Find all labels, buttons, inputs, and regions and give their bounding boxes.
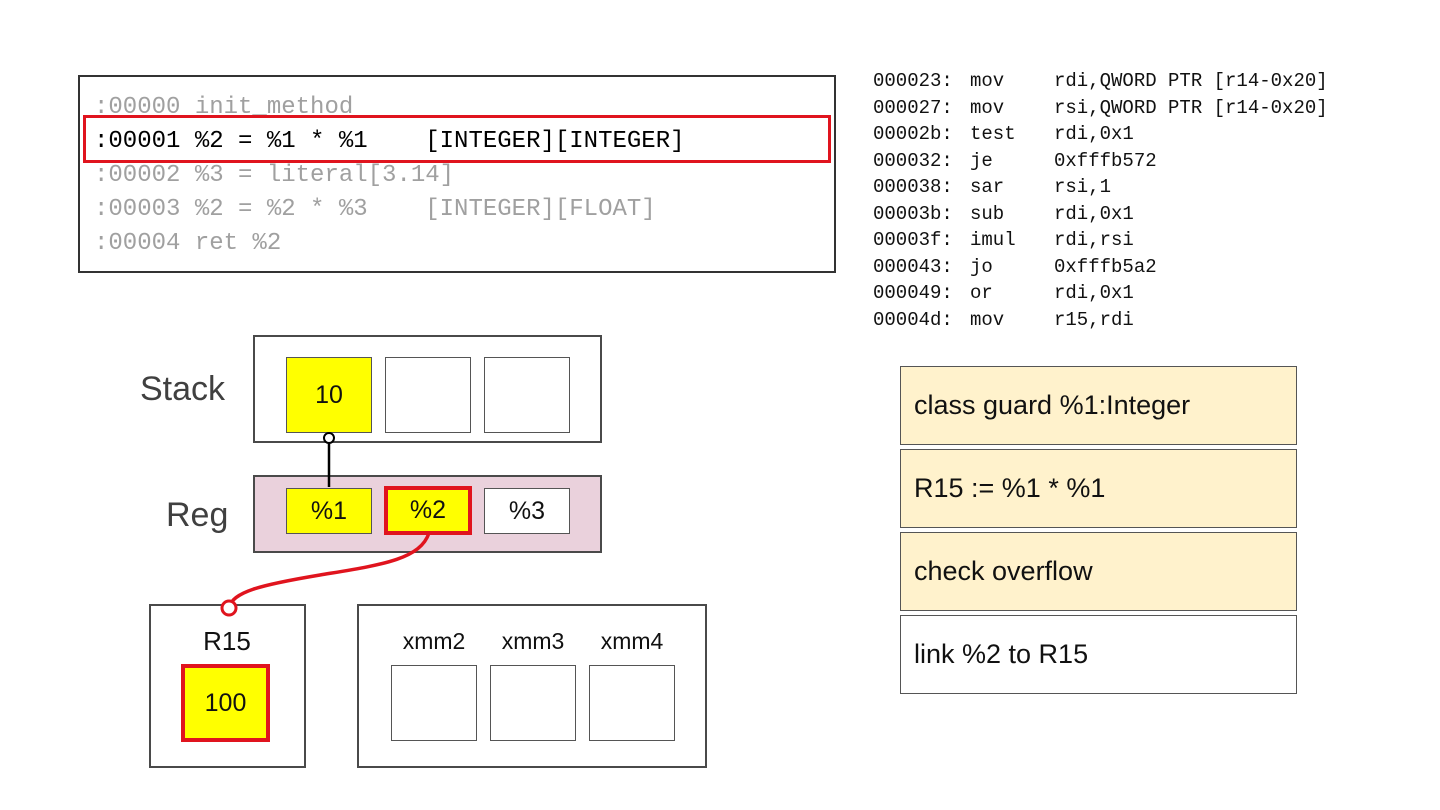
asm-op: mov	[970, 308, 1005, 331]
step-class-guard: class guard %1:Integer	[900, 366, 1297, 445]
r15-label: R15	[203, 626, 251, 656]
ir-line-2: :00002 %3 = literal[3.14]	[94, 162, 455, 189]
ir-line-3: :00003 %2 = %2 * %3 [INTEGER][FLOAT]	[94, 196, 656, 223]
xmm2-slot	[391, 665, 477, 741]
asm-args: rdi,rsi	[1054, 229, 1134, 251]
asm-args: rsi,QWORD PTR [r14-0x20]	[1054, 96, 1328, 119]
xmm2-label: xmm2	[402, 628, 466, 654]
step-check-overflow: check overflow	[900, 532, 1297, 611]
asm-op: test	[970, 123, 1016, 145]
asm-args: rdi,0x1	[1054, 123, 1134, 145]
asm-args: 0xfffb5a2	[1054, 255, 1157, 278]
step-multiply: R15 := %1 * %1	[900, 449, 1297, 528]
step-link-register: link %2 to R15	[900, 615, 1297, 694]
ir-line-1: :00001 %2 = %1 * %1 [INTEGER][INTEGER]	[94, 128, 685, 155]
asm-row: 00002b: test rdi,0x1	[873, 121, 1328, 148]
asm-row: 000023: mov rdi,QWORD PTR [r14-0x20]	[873, 68, 1328, 95]
asm-addr: 000043:	[873, 255, 953, 278]
asm-addr: 000049:	[873, 282, 953, 304]
asm-addr: 00002b:	[873, 123, 953, 145]
current-line-highlight	[83, 115, 831, 163]
xmm-container: xmm2 xmm3 xmm4	[357, 604, 707, 768]
asm-op: mov	[970, 96, 1005, 119]
asm-args: 0xfffb572	[1054, 149, 1157, 172]
asm-addr: 00003f:	[873, 229, 953, 251]
asm-op: je	[970, 149, 993, 172]
reg-container: %1 %2 %3	[253, 475, 602, 553]
asm-row: 00003f: imul rdi,rsi	[873, 227, 1328, 254]
reg-slot-1: %1	[286, 488, 372, 534]
asm-addr: 00003b:	[873, 202, 953, 225]
asm-args: rdi,QWORD PTR [r14-0x20]	[1054, 70, 1328, 92]
reg-slot-2: %2	[384, 486, 472, 535]
reg-label: Reg	[166, 496, 229, 534]
asm-row: 000043: jo 0xfffb5a2	[873, 254, 1328, 281]
xmm4-label: xmm4	[600, 628, 664, 654]
asm-row: 00004d: mov r15,rdi	[873, 307, 1328, 334]
asm-row: 000027: mov rsi,QWORD PTR [r14-0x20]	[873, 95, 1328, 122]
asm-row: 00003b: sub rdi,0x1	[873, 201, 1328, 228]
xmm3-slot	[490, 665, 576, 741]
r15-value: 100	[181, 664, 270, 742]
asm-op: sub	[970, 202, 1005, 225]
asm-args: rdi,0x1	[1054, 282, 1134, 304]
asm-args: rsi,1	[1054, 176, 1112, 198]
asm-addr: 000038:	[873, 176, 953, 198]
xmm3-label: xmm3	[501, 628, 565, 654]
asm-args: r15,rdi	[1054, 308, 1134, 331]
stack-label: Stack	[140, 370, 226, 408]
asm-op: sar	[970, 176, 1005, 198]
asm-addr: 000027:	[873, 96, 953, 119]
stack-slot-1	[385, 357, 471, 433]
asm-row: 000032: je 0xfffb572	[873, 148, 1328, 175]
stack-slot-0: 10	[286, 357, 372, 433]
asm-args: rdi,0x1	[1054, 202, 1134, 225]
asm-op: or	[970, 282, 993, 304]
asm-op: mov	[970, 70, 1005, 92]
r15-container: R15 100	[149, 604, 306, 768]
asm-row: 000049: or rdi,0x1	[873, 280, 1328, 307]
stack-container: 10	[253, 335, 602, 443]
xmm4-slot	[589, 665, 675, 741]
stack-slot-2	[484, 357, 570, 433]
asm-addr: 000023:	[873, 70, 953, 92]
reg-slot-3: %3	[484, 488, 570, 534]
asm-addr: 000032:	[873, 149, 953, 172]
asm-listing: 000023: mov rdi,QWORD PTR [r14-0x20] 000027…	[873, 68, 1328, 333]
asm-op: imul	[970, 229, 1016, 251]
asm-addr: 00004d:	[873, 308, 953, 331]
ir-code-panel: :00000 init_method :00001 %2 = %1 * %1 […	[78, 75, 836, 273]
asm-op: jo	[970, 255, 993, 278]
ir-line-4: :00004 ret %2	[94, 230, 282, 257]
asm-row: 000038: sar rsi,1	[873, 174, 1328, 201]
